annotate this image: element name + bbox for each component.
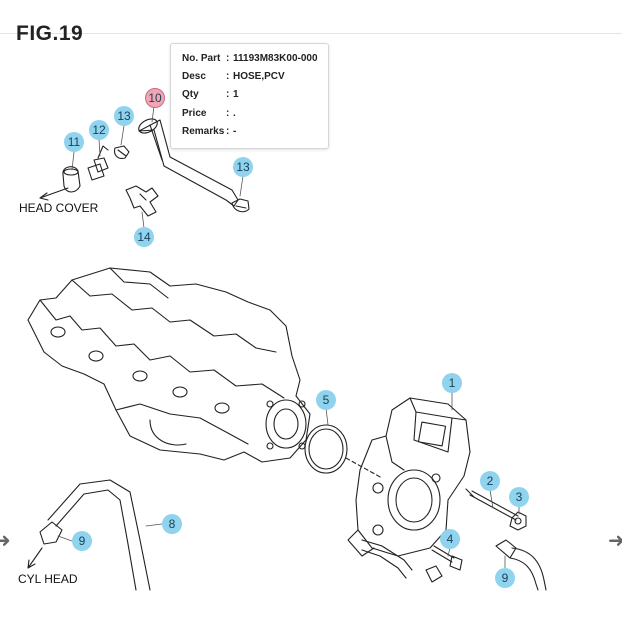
- assembly-centerline: [345, 457, 383, 479]
- figure-title: FIG.19: [16, 22, 84, 45]
- arrow-left-icon[interactable]: ➜: [0, 528, 11, 552]
- tooltip-value: 1: [233, 89, 239, 100]
- tooltip-key: Price: [182, 108, 207, 119]
- tooltip-value: -: [233, 126, 237, 137]
- head-cover-label: HEAD COVER: [19, 201, 99, 215]
- header-divider: [0, 33, 622, 34]
- cyl-head-arrow: [27, 547, 43, 569]
- callout-14[interactable]: 14: [134, 227, 154, 247]
- hose-clip: [125, 185, 159, 217]
- throttle-bolt: [431, 545, 463, 571]
- intake-manifold: [27, 267, 311, 463]
- cyl-head-label: CYL HEAD: [18, 572, 78, 586]
- arrow-right-icon[interactable]: ➜: [608, 528, 622, 552]
- leader-lines: [57, 105, 520, 569]
- tooltip-key: Remarks: [182, 126, 225, 137]
- callout-8[interactable]: 8: [162, 514, 182, 534]
- callout-4[interactable]: 4: [440, 529, 460, 549]
- part-info-tooltip: No. Part : 11193M83K00-000 Desc : HOSE,P…: [170, 43, 329, 149]
- head-cover-arrow: [39, 187, 69, 201]
- pcv-valve: [87, 145, 109, 181]
- callout-13-lower[interactable]: 13: [233, 157, 253, 177]
- throttle-nut: [509, 511, 527, 531]
- throttle-gasket: [304, 424, 348, 474]
- pcv-hose: [138, 118, 239, 207]
- tooltip-value: .: [233, 108, 236, 119]
- callout-10-selected[interactable]: 10: [145, 88, 165, 108]
- grommet: [62, 166, 81, 193]
- callout-12[interactable]: 12: [89, 120, 109, 140]
- callout-3[interactable]: 3: [509, 487, 529, 507]
- tooltip-value: HOSE,PCV: [233, 71, 285, 82]
- tooltip-key: Desc: [182, 71, 206, 82]
- callout-11[interactable]: 11: [64, 132, 84, 152]
- callout-13-upper[interactable]: 13: [114, 106, 134, 126]
- callout-9-right[interactable]: 9: [495, 568, 515, 588]
- callout-9-left[interactable]: 9: [72, 531, 92, 551]
- callout-2[interactable]: 2: [480, 471, 500, 491]
- callout-1[interactable]: 1: [442, 373, 462, 393]
- tooltip-value: 11193M83K00-000: [233, 53, 318, 64]
- water-hose: [47, 479, 547, 591]
- tooltip-key: Qty: [182, 89, 199, 100]
- callout-5[interactable]: 5: [316, 390, 336, 410]
- tooltip-key: No. Part: [182, 53, 221, 64]
- hose-clamp-lower: [231, 198, 250, 213]
- hose-clamp-upper: [114, 145, 130, 159]
